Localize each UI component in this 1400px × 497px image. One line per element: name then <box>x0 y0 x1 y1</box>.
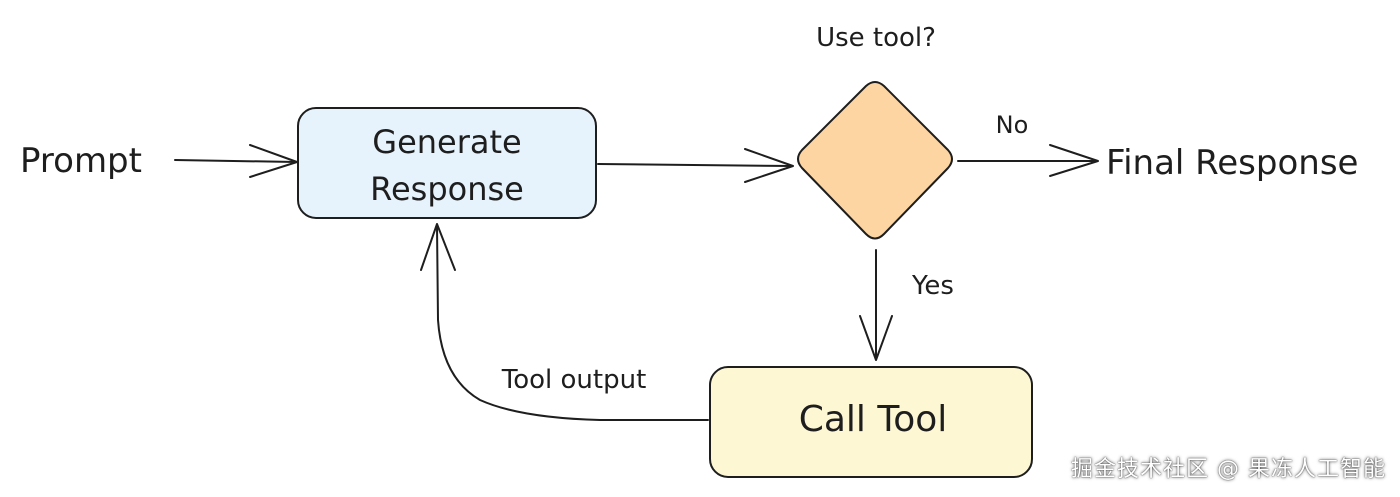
edge-label-no: No <box>996 111 1029 139</box>
edge-label-yes: Yes <box>911 271 954 301</box>
decision-question-label: Use tool? <box>816 23 936 53</box>
arrow-decision-to-calltool <box>859 249 893 361</box>
arrow-generate-to-decision <box>597 148 794 183</box>
decision-diamond <box>797 81 953 240</box>
generate-response-node: Generate Response <box>297 107 597 219</box>
arrow-decision-to-final <box>957 144 1099 177</box>
generate-response-label-line2: Response <box>370 170 524 208</box>
arrow-prompt-to-generate <box>174 144 298 178</box>
call-tool-node: Call Tool <box>709 366 1033 478</box>
edge-label-tool-output: Tool output <box>501 365 647 395</box>
call-tool-label: Call Tool <box>799 399 948 440</box>
final-response-label: Final Response <box>1106 143 1358 183</box>
prompt-label: Prompt <box>20 141 142 181</box>
generate-response-label-line1: Generate <box>372 123 521 161</box>
watermark-text: 掘金技术社区 @ 果冻人工智能 <box>1071 457 1386 482</box>
arrow-calltool-to-generate <box>420 223 709 421</box>
